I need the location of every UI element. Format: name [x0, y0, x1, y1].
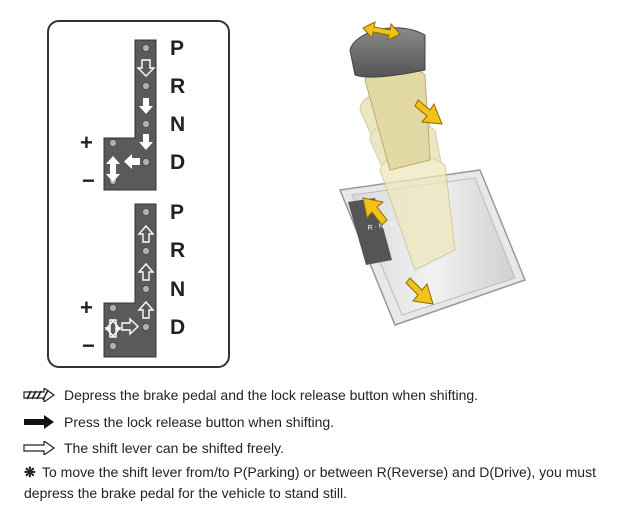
yellow-arrow-icon — [414, 99, 443, 125]
position-p-label: P — [170, 37, 185, 60]
minus-sign: − — [82, 168, 95, 193]
yellow-arrow-icon — [405, 277, 434, 305]
legend-text: Press the lock release button when shift… — [64, 414, 335, 430]
note-text: To move the shift lever from/to P(Parkin… — [24, 464, 596, 501]
legend-item-solid: Press the lock release button when shift… — [22, 414, 334, 430]
shift-pattern-panel — [47, 20, 230, 368]
brake-note: ❋To move the shift lever from/to P(Parki… — [24, 462, 609, 504]
position-r-label: R — [170, 239, 186, 262]
position-p-label: P — [170, 201, 185, 224]
outline-arrow-icon — [23, 441, 56, 455]
position-d-label: D — [170, 316, 186, 339]
minus-sign: − — [82, 333, 95, 358]
plus-sign: + — [80, 295, 93, 320]
solid-arrow-icon — [24, 415, 54, 429]
shift-knob — [349, 27, 426, 78]
position-n-label: N — [170, 113, 186, 136]
plus-sign: + — [80, 130, 93, 155]
legend-text: The shift lever can be shifted freely. — [64, 440, 284, 456]
position-r-label: R — [170, 75, 186, 98]
legend-item-hatched: Depress the brake pedal and the lock rel… — [22, 387, 478, 403]
position-d-label: D — [170, 151, 186, 174]
position-n-label: N — [170, 278, 186, 301]
yellow-double-arrow-icon — [362, 21, 401, 41]
gate-indicator-text: R · N · D — [367, 221, 395, 232]
yellow-arrow-icon — [362, 197, 388, 226]
note-symbol: ❋ — [24, 464, 36, 480]
shift-lever-illustration: R · N · D — [338, 21, 526, 326]
gate-indicator-panel — [348, 198, 392, 265]
legend-item-outline: The shift lever can be shifted freely. — [22, 440, 284, 456]
hatched-arrow-icon — [23, 388, 56, 402]
legend-text: Depress the brake pedal and the lock rel… — [64, 387, 479, 403]
